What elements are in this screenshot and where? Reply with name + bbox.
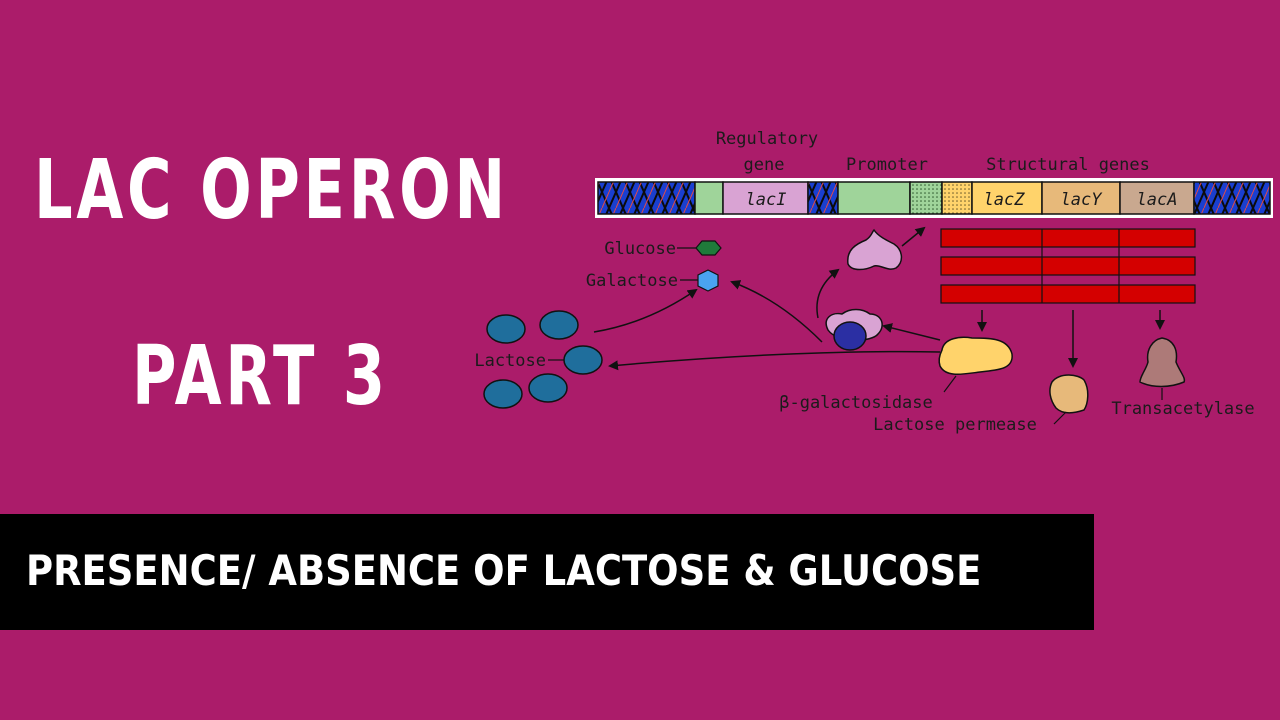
dna-strip xyxy=(597,181,1271,215)
lactose-molecule-1 xyxy=(486,314,526,344)
laca-gene-box xyxy=(1119,181,1195,215)
laci-gene-box xyxy=(722,181,809,215)
beta-galactosidase-shape xyxy=(938,336,1013,375)
lacz-label: lacZ xyxy=(984,190,1026,210)
subtitle-banner: PRESENCE/ ABSENCE OF LACTOSE & GLUCOSE xyxy=(0,514,1094,630)
glucose-hexagon xyxy=(695,240,722,256)
transacetylase-shape xyxy=(1139,337,1186,388)
operator-box xyxy=(909,181,943,215)
beta-galactosidase-label: β-galactosidase xyxy=(779,393,933,413)
lacz-start-box xyxy=(941,181,973,215)
title-line-2: PART 3 xyxy=(132,329,389,424)
mrna-strand-2 xyxy=(940,256,1196,276)
glucose-label: Glucose xyxy=(604,239,676,259)
lacy-label: lacY xyxy=(1061,190,1104,210)
galactose-hexagon xyxy=(697,269,719,292)
laca-label: lacA xyxy=(1137,190,1178,210)
dna-left-segment xyxy=(597,181,696,215)
promoter-label: Promoter xyxy=(846,155,928,175)
transacetylase-label: Transacetylase xyxy=(1111,399,1254,419)
lacy-gene-box xyxy=(1041,181,1121,215)
allolactose-bound xyxy=(833,321,867,351)
galactose-label: Galactose xyxy=(586,271,678,291)
banner-text: PRESENCE/ ABSENCE OF LACTOSE & GLUCOSE xyxy=(26,546,982,595)
dna-right-segment xyxy=(1193,181,1271,215)
mrna-strand-3 xyxy=(940,284,1196,304)
regulatory-label-line2: gene xyxy=(744,155,785,175)
promoter-box xyxy=(837,181,911,215)
dna-mid-segment xyxy=(807,181,839,215)
lactose-molecule-3 xyxy=(563,345,603,375)
laci-label: lacI xyxy=(746,190,787,210)
lactose-molecule-4 xyxy=(483,379,523,409)
mrna-strands xyxy=(940,228,1196,304)
lactose-label: Lactose xyxy=(474,351,546,371)
lactose-cluster xyxy=(483,310,603,409)
lactose-permease-shape xyxy=(1049,374,1089,414)
lactose-molecule-2 xyxy=(539,310,579,340)
structural-genes-label: Structural genes xyxy=(986,155,1150,175)
mrna-strand-1 xyxy=(940,228,1196,248)
regulatory-spacer xyxy=(694,181,724,215)
repressor-protein xyxy=(847,228,903,271)
lactose-molecule-5 xyxy=(528,373,568,403)
lactose-permease-label: Lactose permease xyxy=(873,415,1037,435)
title-line-1: LAC OPERON xyxy=(34,143,509,238)
regulatory-label-line1: Regulatory xyxy=(716,129,818,149)
